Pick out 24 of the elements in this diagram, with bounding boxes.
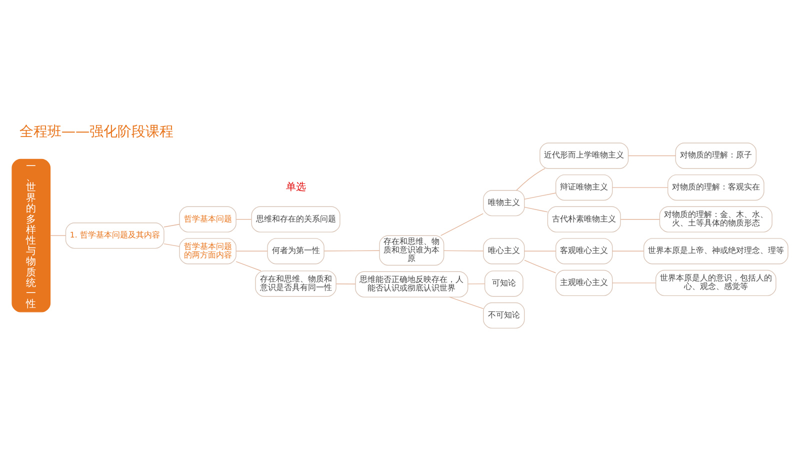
diagram-title: 全程班——强化阶段课程 [19,124,174,140]
connector [50,235,66,236]
connector [236,250,268,252]
connector [468,283,486,284]
connector [524,250,556,252]
connector [628,155,676,156]
connector [164,243,180,247]
connector [524,260,556,274]
connector [612,187,668,188]
connector [612,282,656,284]
connector [236,261,262,272]
connector [516,168,546,191]
connector [164,224,180,228]
node-box: 一、世界的多样性与物质统一性 [12,158,51,312]
connector [612,250,644,252]
connector [524,192,556,200]
connector [620,219,660,220]
connector [440,213,484,236]
label: 单选 [286,182,306,194]
connector [444,250,484,252]
connector [324,250,380,252]
connector [524,206,548,212]
connector [449,296,484,309]
connector [236,219,252,220]
